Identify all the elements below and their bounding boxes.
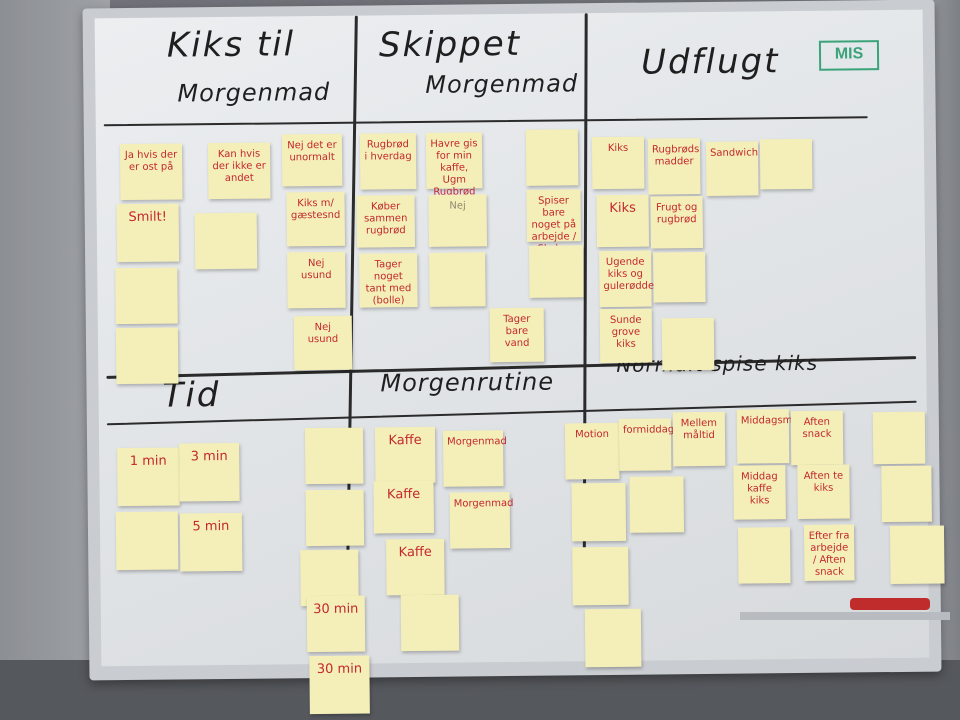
sticky-note: Rugbrøds madder (647, 138, 701, 195)
divider-horizontal-top (103, 116, 868, 127)
sticky-note: Ugende kiks og gulerødder (599, 250, 658, 308)
sticky-note: formiddag (618, 418, 674, 471)
sticky-note (525, 129, 579, 186)
sticky-note: 1 min (117, 447, 180, 507)
sticky-note (115, 327, 179, 385)
sticky-note: Motion (564, 422, 620, 480)
whiteboard: Kiks til Morgenmad Skippet Morgenmad Udf… (94, 9, 945, 715)
sticky-note: Nej det er unormalt (281, 133, 343, 187)
sticky-note (629, 476, 685, 533)
sticky-note: Middag kaffe kiks (733, 465, 786, 520)
sticky-note: 30 min (306, 595, 366, 653)
sticky-note: Nej (428, 194, 488, 247)
heading-morgenrutine: Morgenrutine (380, 367, 555, 398)
sticky-note (304, 427, 364, 485)
sticky-note (759, 138, 813, 190)
sticky-note (889, 525, 945, 585)
sticky-note: Mellem måltid (672, 411, 726, 467)
sticky-note (572, 546, 629, 606)
sticky-note: Køber sammen rugbrød (356, 195, 416, 248)
sticky-note: Aften te kiks (797, 464, 850, 520)
sticky-note (305, 489, 365, 547)
heading-morgenmad-2: Morgenmad (425, 69, 579, 99)
sticky-note: Kiks (596, 194, 650, 248)
sticky-note (881, 465, 932, 523)
sticky-note: Morgenmad (442, 430, 507, 487)
sticky-note: Middagsmat (736, 409, 802, 464)
sticky-note: 30 min (309, 655, 370, 715)
sticky-note (872, 411, 926, 465)
sticky-note: Kiks (591, 136, 645, 190)
sticky-note: Tager bare vand (489, 307, 545, 363)
sticky-note: Kan hvis der ikke er andet (207, 142, 271, 200)
sticky-note: Morgenmad (449, 492, 514, 549)
sticky-note (400, 594, 460, 652)
sticky-note: Kiks m/ gæstesnd (286, 191, 346, 247)
sticky-note: Efter fra arbejde / Aften snack (803, 524, 855, 581)
sticky-note (115, 267, 178, 325)
sticky-note (194, 212, 258, 270)
sticky-note: Ja hvis der er ost på (119, 143, 183, 201)
marker-tray (740, 612, 950, 620)
sticky-note (584, 608, 642, 668)
sticky-note: Smilt! (116, 203, 180, 263)
sticky-note: Nej usund (287, 251, 346, 309)
sticky-note: Sunde grove kiks (599, 308, 653, 364)
whiteboard-frame: Kiks til Morgenmad Skippet Morgenmad Udf… (82, 0, 945, 715)
sticky-note (429, 252, 486, 307)
sticky-note (115, 511, 179, 571)
heading-skippet: Skippet (378, 23, 522, 66)
sticky-note: 5 min (179, 512, 243, 572)
sticky-note (661, 317, 715, 371)
heading-kiks-til: Kiks til (166, 24, 296, 66)
sticky-note: Kaffe (386, 538, 445, 596)
heading-morgenmad-1: Morgenmad (177, 77, 331, 108)
sticky-note: Havre gis for min kaffe, Ugm Rugbrød med (425, 132, 483, 210)
mis-label: MIS (818, 40, 880, 71)
sticky-note: Nej usund (293, 315, 353, 371)
sticky-note (653, 251, 706, 303)
red-marker (850, 598, 930, 610)
sticky-note (529, 245, 584, 298)
sticky-note (571, 482, 627, 542)
sticky-note (737, 527, 791, 584)
sticky-note: Frugt og rugbrød (650, 195, 704, 249)
sticky-note: Kaffe (374, 426, 436, 484)
sticky-note: Kaffe (373, 480, 435, 534)
heading-udflugt: Udflugt (640, 41, 780, 83)
sticky-note: Spiser bare noget på arbejde / Skolen (526, 189, 581, 255)
sticky-note: Tager noget tant med (bolle) (359, 252, 418, 308)
sticky-note: 3 min (179, 442, 240, 502)
sticky-note: Sandwich (705, 141, 759, 196)
sticky-note: Rugbrød i hverdag (359, 132, 417, 190)
sticky-note: Aften snack (790, 410, 844, 466)
